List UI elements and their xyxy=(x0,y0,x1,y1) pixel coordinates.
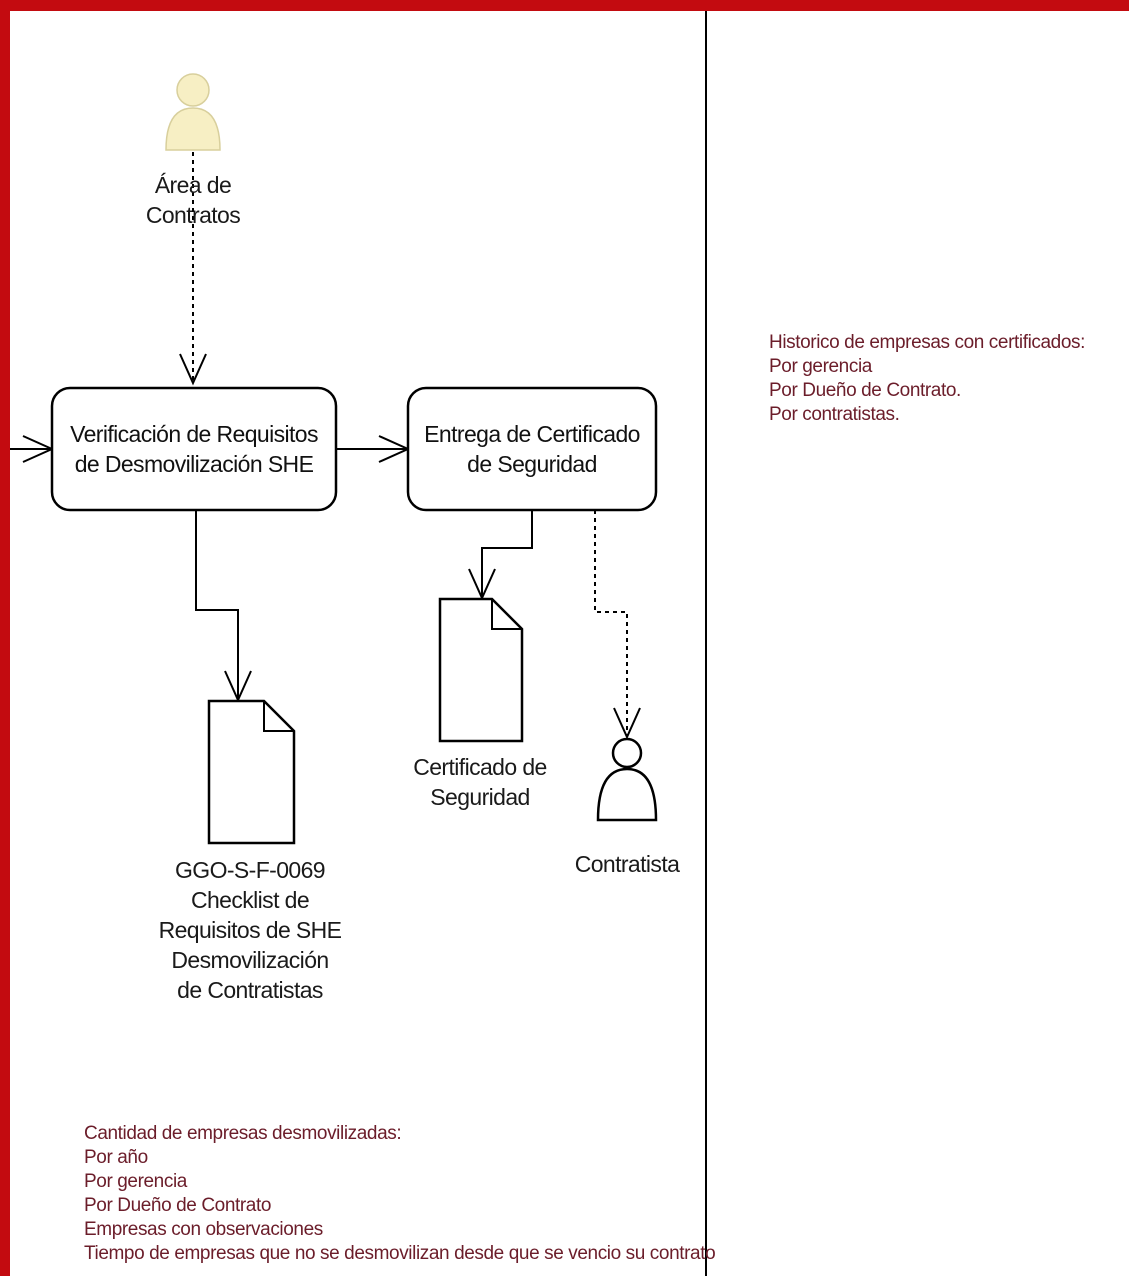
note-historico-item: Por Dueño de Contrato. xyxy=(769,380,961,401)
note-cantidad: Cantidad de empresas desmovilizadas: Por… xyxy=(84,1122,716,1266)
document-certificado-label: Certificado de Seguridad xyxy=(395,752,565,812)
actor-contratista-icon xyxy=(596,737,658,822)
actor-area-contratos-icon xyxy=(165,73,221,151)
document-checklist-line2: Requisitos de SHE xyxy=(158,917,342,943)
note-cantidad-item: Por gerencia xyxy=(84,1171,187,1192)
flow-entrega-to-certificado xyxy=(481,510,533,598)
association-entrega-to-contratista xyxy=(594,510,628,737)
note-historico: Historico de empresas con certificados: … xyxy=(769,331,1085,427)
document-certificado-icon xyxy=(438,597,524,743)
note-cantidad-item: Tiempo de empresas que no se desmoviliza… xyxy=(84,1243,716,1264)
note-cantidad-title: Cantidad de empresas desmovilizadas: xyxy=(84,1123,402,1144)
document-checklist-line1: Checklist de xyxy=(190,887,310,913)
document-checklist-line3: Desmovilización xyxy=(171,947,329,973)
document-checklist-label: GGO-S-F-0069 Checklist de Requisitos de … xyxy=(130,855,370,1005)
note-historico-title: Historico de empresas con certificados: xyxy=(769,332,1085,353)
document-certificado-line2: Seguridad xyxy=(430,784,530,810)
arrowhead-association-2 xyxy=(613,707,641,740)
note-historico-item: Por contratistas. xyxy=(769,404,900,425)
document-checklist-icon xyxy=(207,699,296,845)
arrowhead-association-1 xyxy=(179,353,207,386)
document-certificado-fold xyxy=(491,599,522,630)
note-historico-item: Por gerencia xyxy=(769,356,872,377)
process-entrega-label: Entrega de Certificado de Seguridad xyxy=(408,388,656,510)
process-verificacion-label: Verificación de Requisitos de Desmoviliz… xyxy=(52,388,336,510)
actor-area-contratos-line1: Área de xyxy=(154,172,232,198)
process-entrega-line1: Entrega de Certificado xyxy=(424,421,640,447)
process-entrega-line2: de Seguridad xyxy=(467,451,597,477)
document-checklist-code: GGO-S-F-0069 xyxy=(174,857,326,883)
document-checklist-fold xyxy=(263,701,294,732)
actor-area-contratos-line2: Contratos xyxy=(145,202,241,228)
note-cantidad-item: Por año xyxy=(84,1147,148,1168)
flow-verificacion-to-checklist xyxy=(195,510,239,700)
process-verificacion-line1: Verificación de Requisitos xyxy=(70,421,318,447)
document-checklist-line4: de Contratistas xyxy=(177,977,323,1003)
note-cantidad-item: Por Dueño de Contrato xyxy=(84,1195,271,1216)
actor-contratista-label: Contratista xyxy=(574,851,680,877)
document-certificado-line1: Certificado de xyxy=(413,754,547,780)
actor-area-contratos-label: Área de Contratos xyxy=(120,170,266,230)
process-verificacion-line2: de Desmovilización SHE xyxy=(74,451,314,477)
note-cantidad-item: Empresas con observaciones xyxy=(84,1219,323,1240)
lane-divider xyxy=(705,11,707,1276)
